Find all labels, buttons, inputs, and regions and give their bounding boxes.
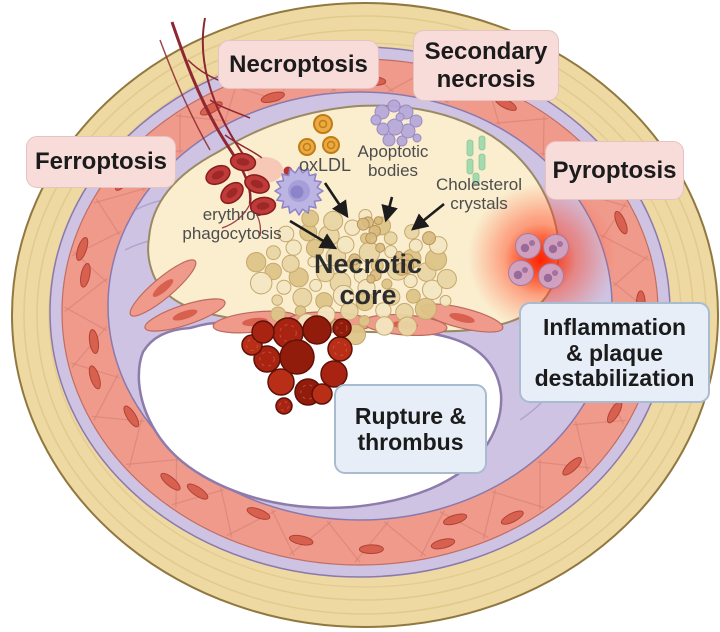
label-ferroptosis: Ferroptosis (26, 136, 176, 188)
arrow-erythrophagocytosis (289, 219, 338, 250)
label-necrotic-core: Necrotic core (313, 249, 423, 311)
erythrophagocytosis-icon (205, 152, 324, 216)
red-blood-cells-icon (205, 152, 277, 216)
label-oxldl: oxLDL (298, 155, 352, 175)
macrophage-icon (274, 166, 324, 216)
label-erythrophagocytosis: erythro- phagocytosis (182, 205, 282, 244)
label-necroptosis: Necroptosis (218, 40, 379, 89)
arrow-cholesterol-crystals (411, 202, 445, 231)
arrow-oxldl (323, 182, 349, 219)
label-inflammation-plaque-destabilization: Inflammation & plaque destabilization (519, 302, 710, 403)
oxldl-icon (298, 114, 340, 156)
pyroptotic-cells-icon (508, 233, 569, 289)
apoptotic-bodies-icon (370, 99, 423, 147)
label-apoptotic-bodies: Apoptotic bodies (357, 142, 429, 181)
label-pyroptosis: Pyroptosis (545, 141, 684, 200)
label-rupture-thrombus: Rupture & thrombus (334, 384, 487, 474)
arrow-apoptotic-bodies (381, 196, 398, 223)
cholesterol-crystals-icon (466, 135, 486, 185)
arrows-to-necrotic-core (289, 182, 445, 250)
label-secondary-necrosis: Secondary necrosis (413, 30, 559, 101)
label-cholesterol-crystals: Cholesterol crystals (436, 175, 522, 214)
thrombus-icon (241, 315, 353, 415)
inflammation-glow-core (504, 224, 576, 296)
